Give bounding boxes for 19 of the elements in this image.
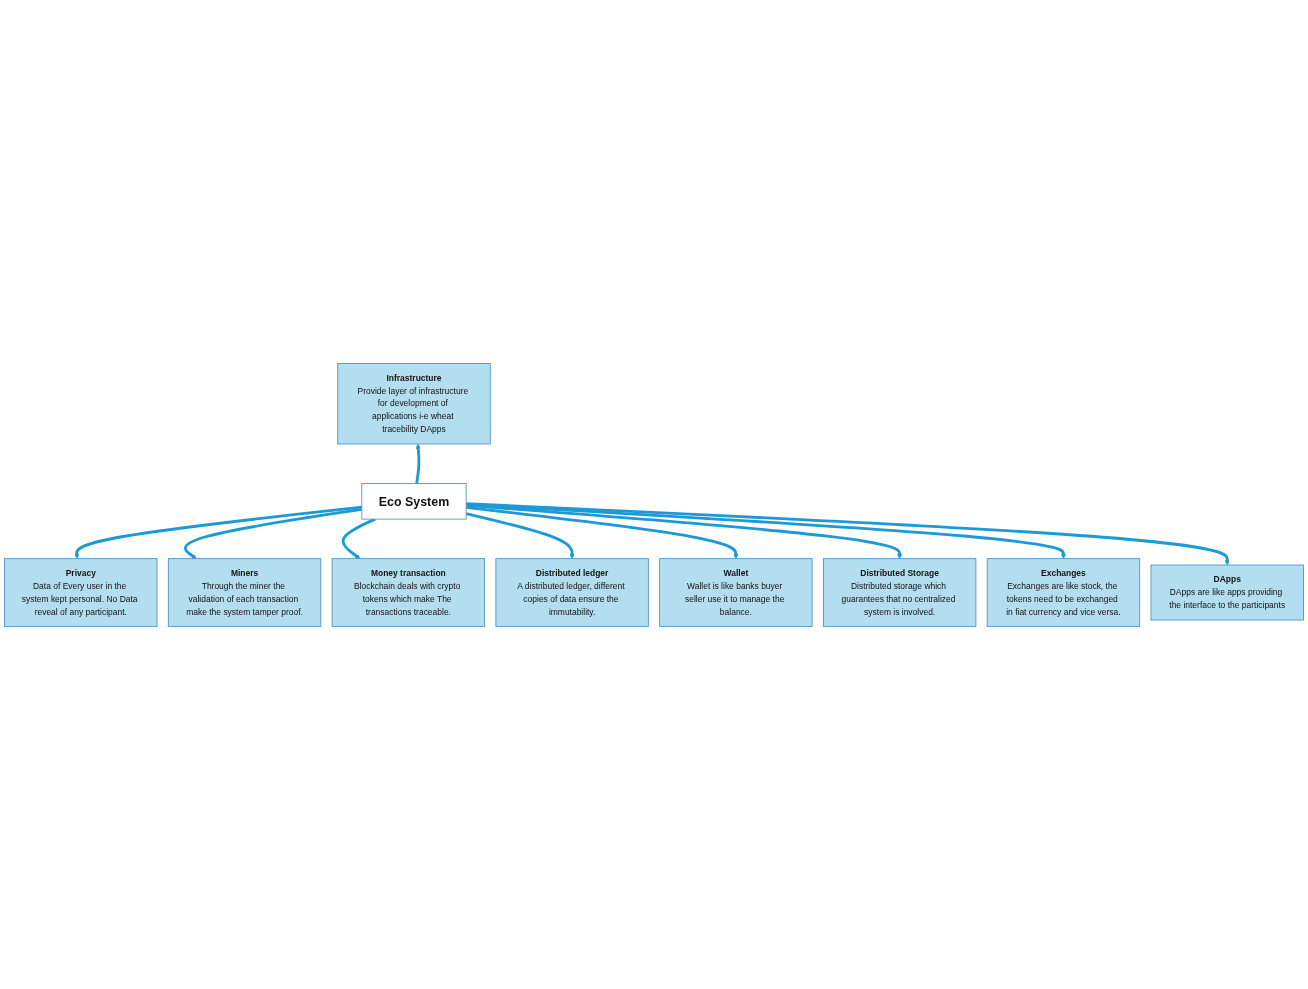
- node-box: Money transaction Blockchain deals with crypto tokens which make The transactions traceable.: [331, 557, 485, 627]
- node-box: Infrastructure Provide layer of infrastructure for development of applications i-e wheat tracebility DApps: [337, 362, 491, 444]
- node-box: Exchanges Exchanges are like stock, the tokens need to be exchanged in fiat currency and vice versa.: [986, 557, 1141, 627]
- arrow: [341, 517, 376, 559]
- node-box: Wallet Wallet is like banks buyer seller use it to manage the balance.: [659, 557, 813, 627]
- arrow: [466, 505, 739, 559]
- arrow: [466, 502, 1066, 559]
- arrow: [415, 443, 421, 484]
- arrow: [465, 511, 575, 559]
- arrow: [466, 501, 1230, 565]
- node-box: Distributed ledger A distributed ledger, different copies of data ensure the immutability.: [495, 557, 649, 627]
- arrow: [184, 507, 363, 559]
- node-box: Distributed Storage Distributed storage which guarantees that no centralized system is involved.: [823, 557, 977, 627]
- node-box: Eco System: [361, 482, 467, 520]
- arrow: [74, 505, 362, 559]
- node-box: Privacy Data of Every user in the system kept personal. No Data reveal of any participant.: [4, 557, 158, 627]
- node-box: Miners Through the miner the validation of each transaction make the system tamper proof.: [167, 557, 322, 627]
- arrow: [466, 503, 903, 559]
- node-box: DApps DApps are like apps providing the interface to the participants: [1150, 564, 1304, 620]
